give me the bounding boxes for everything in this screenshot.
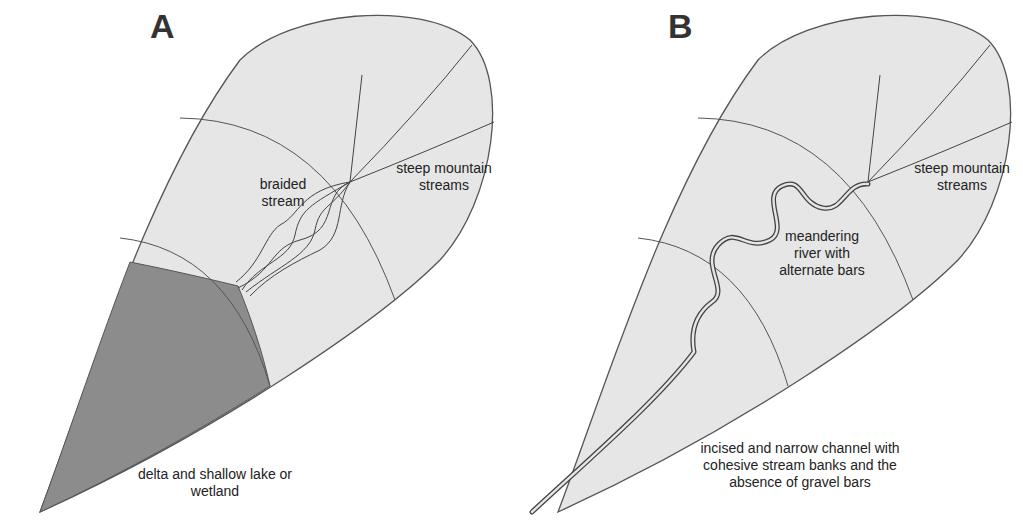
zone-label: steep mountain streams <box>392 160 496 194</box>
zone-label: braided stream <box>252 176 314 210</box>
basin-b <box>532 15 1012 512</box>
zone-label: delta and shallow lake or wetland <box>130 466 300 500</box>
zone-label: steep mountain streams <box>910 160 1014 194</box>
panel-letter: B <box>668 8 708 44</box>
zone-label: meandering river with alternate bars <box>770 228 874 279</box>
panel-letter: A <box>150 8 190 44</box>
zone-label: incised and narrow channel with cohesive… <box>675 440 925 491</box>
basin-a <box>40 15 494 512</box>
